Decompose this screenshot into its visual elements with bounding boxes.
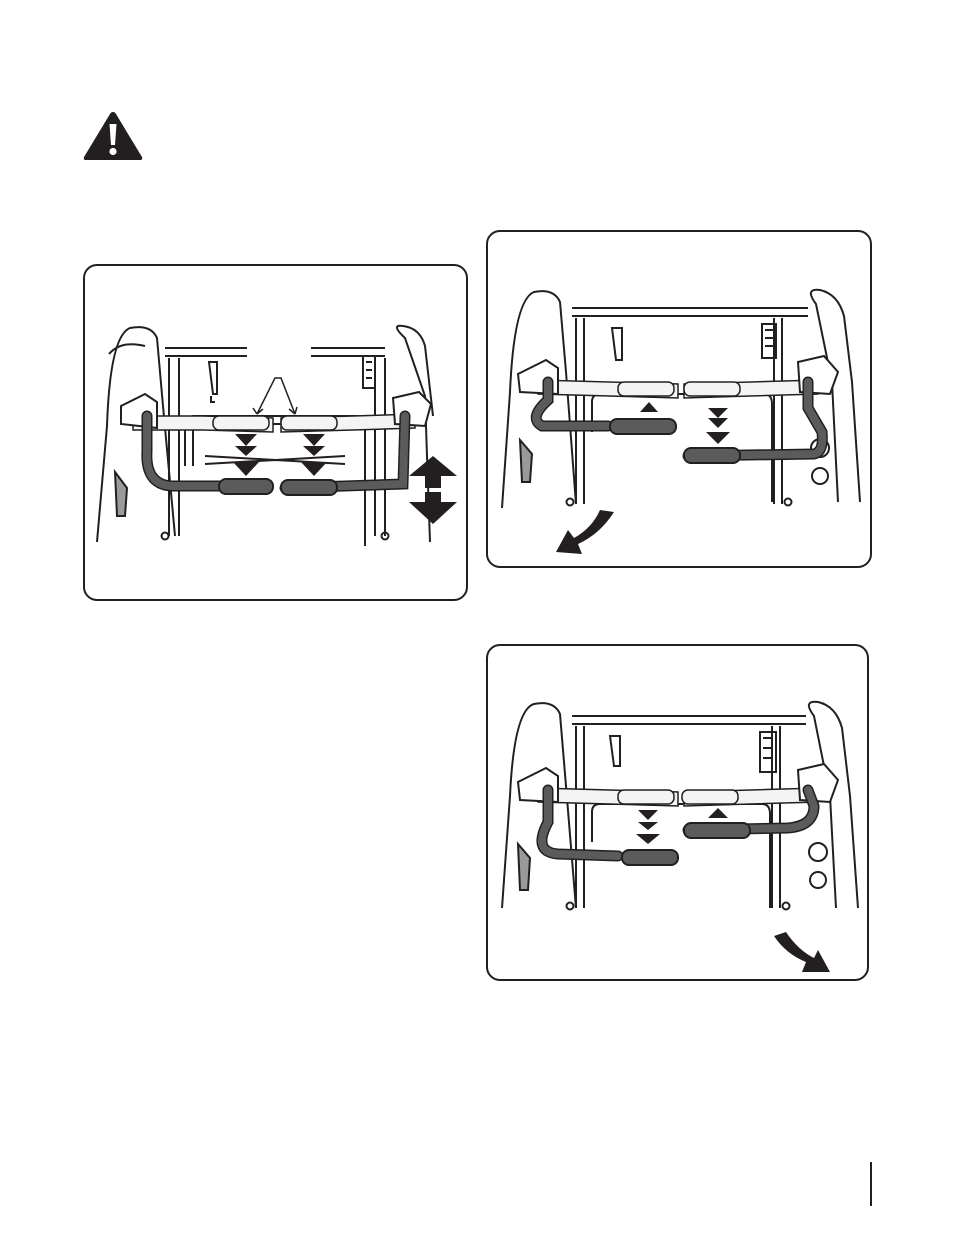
double-down-arrow-icon bbox=[233, 434, 327, 476]
double-down-arrow-icon bbox=[636, 810, 660, 844]
handle-illustration bbox=[488, 232, 872, 568]
curved-arrow-down-left-icon bbox=[556, 510, 614, 554]
up-arrow-icon bbox=[708, 808, 728, 818]
up-arrow-icon bbox=[640, 402, 658, 412]
figure-handles-rotate-right bbox=[486, 644, 869, 981]
double-down-arrow-icon bbox=[706, 408, 730, 444]
figure-handles-lowered bbox=[83, 264, 468, 601]
pointer-lines bbox=[253, 378, 297, 414]
up-down-arrow-icon bbox=[409, 456, 457, 524]
handle-illustration bbox=[85, 266, 468, 601]
curved-arrow-down-right-icon bbox=[774, 932, 830, 972]
figure-handles-rotate-left bbox=[486, 230, 872, 568]
handle-illustration bbox=[488, 646, 869, 981]
page-number-rule bbox=[870, 1162, 872, 1206]
warning-triangle-icon bbox=[82, 110, 144, 162]
